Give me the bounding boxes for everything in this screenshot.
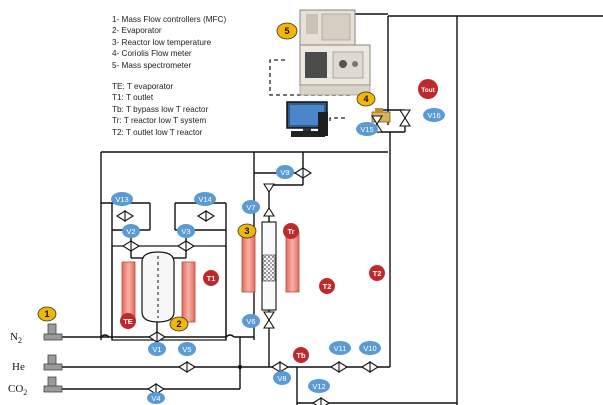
- valve-v7[interactable]: V7: [242, 200, 260, 214]
- component-badge-mass-spec: 5: [276, 22, 298, 40]
- valve-v7-label: V7: [246, 203, 255, 212]
- sensor-te-label: TE: [123, 317, 133, 326]
- legend-item-t2: T2: T outlet low T reactor: [112, 127, 203, 137]
- component-badge-coriolis-label: 4: [363, 94, 368, 104]
- legend-item-reactor: 3- Reactor low temperature: [112, 37, 212, 47]
- valve-v2[interactable]: V2: [122, 224, 140, 238]
- component-badge-coriolis: 4: [356, 91, 376, 107]
- valve-v10-label: V10: [363, 344, 376, 353]
- evaporator-heater-left: [121, 261, 136, 323]
- component-badge-mfc-label: 1: [44, 309, 49, 319]
- valve-v2-label: V2: [126, 227, 135, 236]
- valve-v9[interactable]: V9: [276, 165, 294, 179]
- valve-v3[interactable]: V3: [177, 224, 195, 238]
- reactor-catalyst-bed: [262, 254, 276, 282]
- valve-v11[interactable]: V11: [329, 341, 351, 355]
- component-badge-evaporator: 2: [169, 316, 189, 332]
- valve-v3-label: V3: [181, 227, 190, 236]
- piping: [62, 13, 603, 405]
- legend-item-tb: Tb: T bypass low T reactor: [112, 104, 209, 114]
- valve-v15-label: V15: [360, 125, 373, 134]
- legend-item-evaporator: 2- Evaporator: [112, 26, 162, 36]
- valve-v8-label: V8: [277, 374, 286, 383]
- sensor-tout-label: Tout: [421, 87, 435, 94]
- sensor-tb-label: Tb: [296, 351, 306, 360]
- valve-badges: V13 V14 V2 V3 V1 V5 V4 V9 V7 V6 V8 V11 V…: [111, 108, 445, 404]
- valve-v14[interactable]: V14: [194, 192, 216, 206]
- valve-v5[interactable]: V5: [178, 342, 196, 356]
- legend-item-te: TE: T evaporator: [112, 82, 174, 92]
- reactor-assembly: [241, 221, 300, 311]
- sensor-tout: Tout: [418, 79, 438, 99]
- sensor-t2-b: T2: [369, 265, 385, 281]
- valve-v11-label: V11: [334, 344, 347, 353]
- component-badges: 1 2 3 4 5: [37, 22, 376, 332]
- valve-v4[interactable]: V4: [147, 392, 165, 404]
- gas-label-n2: N2: [10, 331, 22, 346]
- sensor-t1-label: T1: [207, 274, 216, 283]
- evaporator-assembly: [111, 245, 227, 341]
- sensor-tr: Tr: [283, 223, 299, 239]
- legend-item-t1: T1: T outlet: [112, 93, 154, 103]
- mfc-units: [43, 323, 63, 393]
- legend-item-coriolis: 4- Coriolis Flow meter: [112, 49, 192, 59]
- valve-v15[interactable]: V15: [356, 122, 378, 136]
- legend: 1- Mass Flow controllers (MFC) 2- Evapor…: [112, 14, 226, 138]
- sensor-tr-label: Tr: [287, 227, 294, 236]
- mfc-co2: [43, 376, 63, 393]
- valve-v12[interactable]: V12: [308, 379, 330, 393]
- valve-v4-label: V4: [151, 394, 160, 403]
- valve-v14-label: V14: [198, 195, 211, 204]
- valve-v1[interactable]: V1: [148, 342, 166, 356]
- valve-v12-label: V12: [312, 382, 325, 391]
- reactor-heater-right: [285, 231, 300, 293]
- valve-v10[interactable]: V10: [359, 341, 381, 355]
- component-badge-evaporator-label: 2: [176, 319, 181, 329]
- sensor-badges: TE T1 Tr Tb T2 T2 Tout: [120, 79, 438, 363]
- legend-item-mass-spec: 5- Mass spectrometer: [112, 60, 192, 70]
- evaporator-heater-right: [181, 261, 196, 323]
- sensor-t2-a: T2: [319, 278, 335, 294]
- legend-item-tr: Tr: T reactor low T system: [112, 116, 207, 126]
- component-badge-mass-spec-label: 5: [284, 26, 289, 36]
- sensor-te: TE: [120, 313, 136, 329]
- valve-v13-label: V13: [115, 195, 128, 204]
- valve-v13[interactable]: V13: [111, 192, 133, 206]
- gas-label-he: He: [12, 361, 25, 373]
- sensor-t2-b-label: T2: [373, 269, 382, 278]
- reactor-heater-left: [241, 231, 256, 293]
- mfc-n2: [43, 323, 63, 341]
- valve-v5-label: V5: [182, 345, 191, 354]
- valve-v1-label: V1: [152, 345, 161, 354]
- valve-v6-label: V6: [246, 317, 255, 326]
- valve-v9-label: V9: [280, 168, 289, 177]
- computer-icon: [286, 101, 328, 137]
- component-badge-reactor-label: 3: [244, 226, 249, 236]
- valve-v8[interactable]: V8: [273, 371, 291, 385]
- valve-v6[interactable]: V6: [242, 314, 260, 328]
- mfc-he: [43, 354, 63, 371]
- sensor-tb: Tb: [293, 347, 309, 363]
- sensor-t1: T1: [203, 270, 219, 286]
- component-badge-reactor: 3: [237, 223, 257, 239]
- component-badge-mfc: 1: [37, 306, 57, 322]
- valve-v16[interactable]: V16: [423, 108, 445, 122]
- gas-label-co2: CO2: [8, 383, 28, 398]
- mass-spectrometer: [299, 9, 371, 96]
- sensor-t2-a-label: T2: [323, 282, 332, 291]
- valve-v16-label: V16: [427, 111, 440, 120]
- legend-item-mfc: 1- Mass Flow controllers (MFC): [112, 15, 227, 24]
